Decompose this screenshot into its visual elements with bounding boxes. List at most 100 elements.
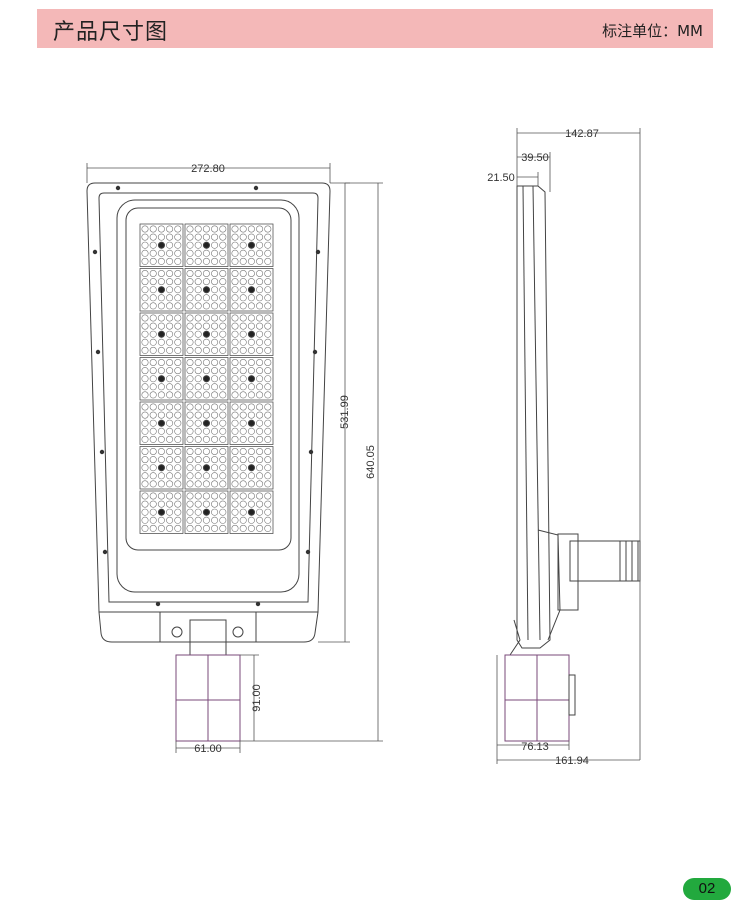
- led-lens: [157, 302, 165, 310]
- led-lens: [141, 419, 149, 427]
- led-lens: [194, 480, 202, 488]
- led-lens: [186, 492, 194, 500]
- led-lens: [231, 233, 239, 241]
- led-lens: [194, 346, 202, 354]
- led-lens: [239, 302, 247, 310]
- led-lens: [231, 472, 239, 480]
- led-lens: [239, 322, 247, 330]
- led-lens: [141, 524, 149, 532]
- led-lens: [194, 322, 202, 330]
- led-lens: [141, 456, 149, 464]
- led-lens: [166, 233, 174, 241]
- led-lens: [202, 367, 210, 375]
- led-lens: [247, 302, 255, 310]
- led-lens: [231, 480, 239, 488]
- led-lens: [231, 403, 239, 411]
- led-lens: [166, 257, 174, 265]
- led-lens: [174, 411, 182, 419]
- led-lens: [149, 492, 157, 500]
- led-lens: [219, 411, 227, 419]
- led-lens: [149, 249, 157, 257]
- led-lens: [141, 286, 149, 294]
- led-lens: [157, 516, 165, 524]
- led-lens: [174, 500, 182, 508]
- led-lens: [174, 516, 182, 524]
- led-lens: [186, 403, 194, 411]
- led-lens: [166, 464, 174, 472]
- led-lens: [174, 338, 182, 346]
- led-module-screw: [158, 508, 165, 516]
- side-bracket-tab: [568, 674, 576, 716]
- led-lens: [166, 294, 174, 302]
- led-lens: [157, 314, 165, 322]
- led-lens: [211, 233, 219, 241]
- led-lens: [247, 294, 255, 302]
- front-screws: [92, 185, 321, 607]
- led-lens: [256, 419, 264, 427]
- led-module-screw: [248, 464, 255, 472]
- led-lens: [202, 492, 210, 500]
- led-lens: [256, 358, 264, 366]
- led-lens: [186, 367, 194, 375]
- led-lens: [194, 383, 202, 391]
- led-module-grid: [139, 223, 274, 534]
- led-lens: [141, 375, 149, 383]
- led-lens: [202, 302, 210, 310]
- led-lens: [231, 269, 239, 277]
- led-lens: [194, 516, 202, 524]
- led-lens: [264, 435, 272, 443]
- led-lens: [166, 427, 174, 435]
- led-module: [139, 401, 184, 445]
- led-lens: [141, 492, 149, 500]
- led-lens: [211, 330, 219, 338]
- led-lens: [141, 257, 149, 265]
- dim-front-body-height: 531.99: [339, 395, 351, 429]
- led-lens: [239, 383, 247, 391]
- led-lens: [211, 286, 219, 294]
- led-lens: [256, 225, 264, 233]
- led-lens: [219, 367, 227, 375]
- dim-side-body-thickness: 21.50: [487, 172, 515, 184]
- led-lens: [219, 330, 227, 338]
- led-lens: [211, 383, 219, 391]
- led-lens: [194, 435, 202, 443]
- led-lens: [141, 435, 149, 443]
- led-lens: [174, 492, 182, 500]
- led-module: [229, 223, 274, 267]
- led-lens: [157, 391, 165, 399]
- header-bar: 产品尺寸图 标注单位：MM: [37, 9, 713, 48]
- led-module-screw: [158, 330, 165, 338]
- led-lens: [202, 516, 210, 524]
- led-lens: [231, 516, 239, 524]
- led-lens: [186, 330, 194, 338]
- led-lens: [247, 314, 255, 322]
- led-lens: [247, 269, 255, 277]
- led-lens: [219, 403, 227, 411]
- led-lens: [166, 516, 174, 524]
- led-lens: [264, 456, 272, 464]
- led-lens: [211, 278, 219, 286]
- led-lens: [231, 346, 239, 354]
- led-lens: [202, 257, 210, 265]
- led-lens: [194, 269, 202, 277]
- led-lens: [157, 480, 165, 488]
- led-lens: [219, 524, 227, 532]
- page-number-badge: 02: [683, 878, 731, 900]
- led-lens: [141, 403, 149, 411]
- led-lens: [256, 241, 264, 249]
- dim-front-bracket-width: 61.00: [194, 743, 222, 755]
- led-lens: [211, 435, 219, 443]
- led-lens: [202, 524, 210, 532]
- led-lens: [174, 472, 182, 480]
- led-lens: [256, 492, 264, 500]
- led-lens: [174, 233, 182, 241]
- led-lens: [194, 375, 202, 383]
- led-module: [139, 223, 184, 267]
- led-lens: [202, 427, 210, 435]
- led-lens: [211, 480, 219, 488]
- led-lens: [219, 508, 227, 516]
- led-module-screw: [203, 508, 210, 516]
- led-lens: [186, 322, 194, 330]
- front-housing-inner: [98, 192, 319, 603]
- led-lens: [174, 391, 182, 399]
